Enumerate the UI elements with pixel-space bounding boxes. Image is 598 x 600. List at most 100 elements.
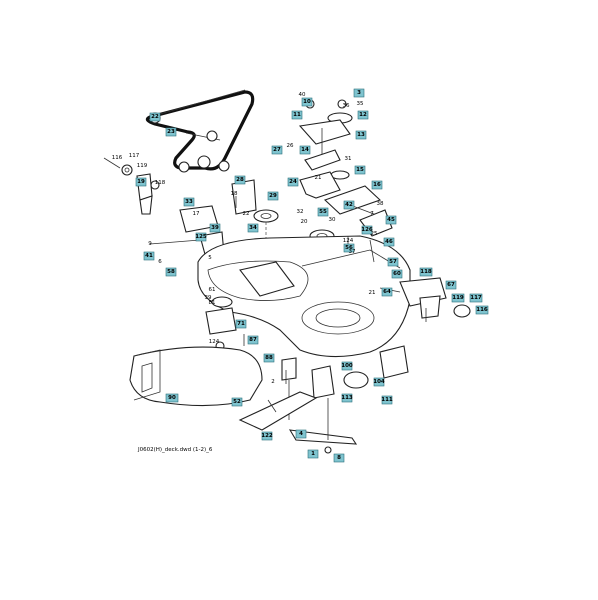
callout: 117	[469, 293, 483, 303]
callout: 116	[475, 305, 489, 315]
anti-scalp-wheel-right	[379, 277, 471, 319]
svg-text:33: 33	[185, 199, 193, 205]
callout: 3	[353, 88, 365, 98]
svg-text:64: 64	[383, 289, 391, 295]
svg-text:1: 1	[311, 451, 315, 457]
svg-text:14: 14	[301, 147, 309, 153]
callout: 16	[371, 180, 383, 190]
callout: 126	[361, 225, 373, 235]
svg-text:113: 113	[341, 395, 353, 401]
callout: 28	[234, 175, 246, 185]
svg-text:7: 7	[370, 211, 374, 217]
drawing-code: J0602(H)_deck.dwd (1-2)_6	[137, 447, 213, 453]
callout: 88	[263, 353, 275, 363]
svg-text:90: 90	[168, 395, 176, 401]
svg-text:124: 124	[343, 238, 354, 244]
callout: 58	[165, 267, 177, 277]
svg-text:117: 117	[470, 295, 482, 301]
discharge-chute	[129, 346, 263, 407]
svg-text:15: 15	[356, 167, 364, 173]
svg-text:20: 20	[301, 219, 308, 225]
svg-text:16: 16	[373, 182, 381, 188]
callout: 46	[383, 237, 395, 247]
svg-text:118: 118	[155, 180, 166, 186]
tension-arm-assembly	[298, 99, 396, 237]
svg-text:11: 11	[293, 112, 301, 118]
callout: 23	[165, 127, 177, 137]
callout: 71	[235, 319, 247, 329]
svg-text:17: 17	[193, 211, 200, 217]
callout: 111	[381, 395, 393, 405]
callout: 34	[247, 223, 259, 233]
svg-text:18: 18	[231, 191, 238, 197]
callout: 13	[355, 130, 367, 140]
svg-text:61: 61	[209, 287, 216, 293]
callout: 100	[341, 361, 353, 371]
callout: 64	[381, 287, 393, 297]
svg-text:21: 21	[369, 290, 376, 296]
svg-text:24: 24	[289, 179, 297, 185]
callout: 55	[317, 207, 329, 217]
svg-text:52: 52	[233, 399, 241, 405]
svg-text:40: 40	[299, 92, 306, 98]
svg-text:31: 31	[345, 156, 352, 162]
callout: 60	[391, 269, 403, 279]
callout: 87	[247, 335, 259, 345]
svg-text:111: 111	[381, 397, 393, 403]
spindles-and-blades	[238, 345, 409, 454]
callout: 19	[135, 177, 147, 187]
callout: 119	[451, 293, 465, 303]
callout: 8	[333, 453, 345, 463]
svg-text:104: 104	[373, 379, 385, 385]
callout: 22	[149, 112, 161, 122]
svg-text:10: 10	[303, 99, 311, 105]
callout: 14	[299, 145, 311, 155]
svg-text:12: 12	[359, 112, 367, 118]
callout: 52	[231, 397, 243, 407]
callout: 56	[343, 243, 355, 253]
svg-text:88: 88	[265, 355, 273, 361]
svg-text:56: 56	[345, 245, 353, 251]
callout: 42	[343, 200, 355, 210]
callout: 104	[373, 377, 385, 387]
svg-text:39: 39	[205, 295, 212, 301]
callout: 15	[354, 165, 366, 175]
svg-text:22: 22	[243, 211, 250, 217]
callout: 57	[387, 257, 399, 267]
callout: 122	[261, 431, 273, 441]
svg-text:32: 32	[297, 209, 304, 215]
callout: 118	[419, 267, 433, 277]
callout: 67	[445, 280, 457, 290]
svg-text:29: 29	[269, 193, 277, 199]
svg-text:119: 119	[452, 295, 464, 301]
callout: 27	[271, 145, 283, 155]
svg-text:6: 6	[158, 259, 162, 265]
svg-text:8: 8	[337, 455, 341, 461]
callout: 45	[385, 215, 397, 225]
svg-text:25: 25	[371, 231, 378, 237]
callout-boxes: 3 11 12 13 14 15 16 22 23 24 28 29 33 34…	[135, 88, 489, 463]
svg-text:34: 34	[249, 225, 257, 231]
svg-text:4: 4	[299, 431, 303, 437]
callout: 12	[357, 110, 369, 120]
svg-text:119: 119	[137, 163, 148, 169]
svg-text:45: 45	[387, 217, 395, 223]
svg-text:46: 46	[385, 239, 393, 245]
callout: 11	[291, 110, 303, 120]
svg-text:5: 5	[208, 255, 212, 261]
callout: 90	[165, 393, 179, 403]
svg-text:67: 67	[447, 282, 455, 288]
svg-text:38: 38	[377, 201, 384, 207]
hardware-bolts	[235, 196, 427, 413]
svg-text:117: 117	[129, 153, 140, 159]
svg-text:122: 122	[261, 433, 273, 439]
svg-text:26: 26	[287, 143, 294, 149]
callout: 33	[183, 197, 195, 207]
svg-text:55: 55	[319, 209, 327, 215]
svg-text:37: 37	[349, 249, 356, 255]
callout: 4	[295, 429, 307, 439]
callout: 10	[301, 97, 313, 107]
idler-bracket-left	[103, 157, 160, 215]
svg-text:81: 81	[209, 300, 216, 306]
